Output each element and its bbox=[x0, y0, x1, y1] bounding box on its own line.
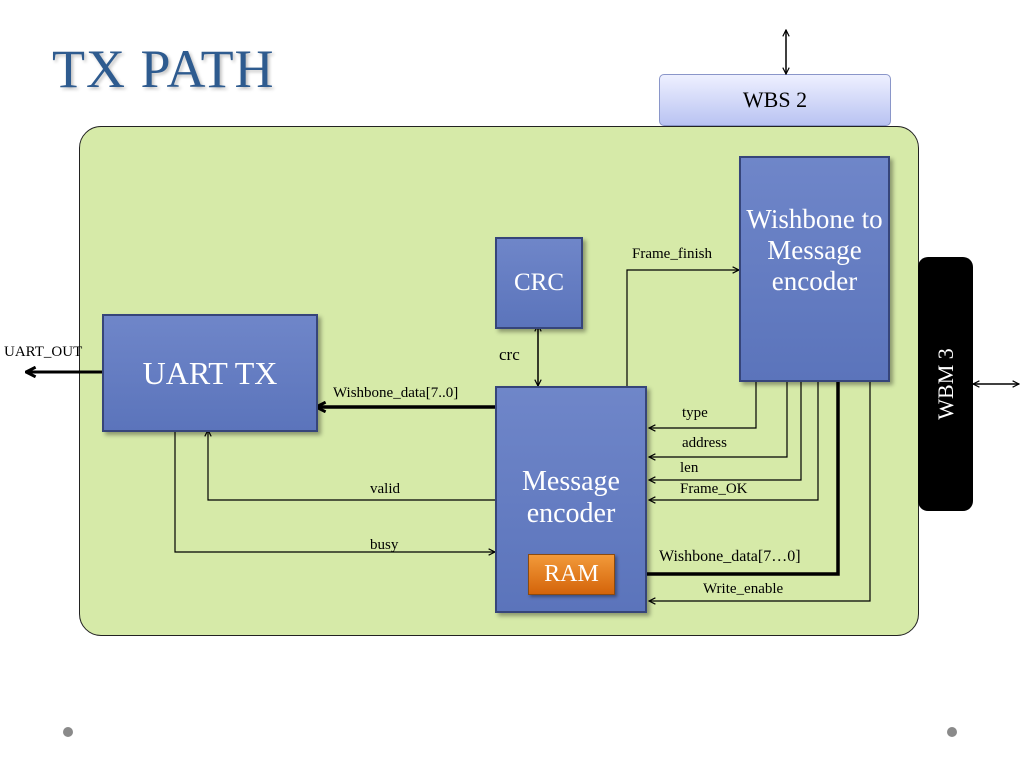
address-wire bbox=[649, 382, 788, 457]
frame-ok-label: Frame_OK bbox=[680, 481, 748, 497]
crc-block[interactable]: CRC bbox=[495, 237, 583, 329]
page-title: TX PATH bbox=[52, 39, 275, 99]
type-wire bbox=[649, 382, 757, 428]
wishbone-data-in-wire bbox=[615, 382, 840, 574]
valid-label: valid bbox=[370, 481, 400, 497]
wbs2-block[interactable]: WBS 2 bbox=[659, 74, 891, 126]
wishbone-to-message-encoder-block[interactable]: Wishbone to Message encoder bbox=[739, 156, 890, 382]
wishbone-data-in-label: Wishbone_data[7…0] bbox=[659, 548, 801, 565]
wishbone-data-out-label: Wishbone_data[7..0] bbox=[333, 385, 459, 401]
frame-finish-label: Frame_finish bbox=[632, 246, 712, 262]
len-wire bbox=[649, 382, 802, 480]
frame-finish-wire bbox=[626, 270, 739, 386]
write-enable-wire bbox=[649, 382, 871, 601]
slide-bullet-right bbox=[947, 727, 957, 737]
uart-out-label: UART_OUT bbox=[4, 344, 83, 360]
len-label: len bbox=[680, 460, 699, 476]
address-label: address bbox=[682, 435, 727, 451]
write-enable-label: Write_enable bbox=[703, 581, 784, 597]
crc-signal-label: crc bbox=[499, 345, 520, 364]
slide-bullet-left bbox=[63, 727, 73, 737]
ram-block[interactable]: RAM bbox=[528, 554, 615, 595]
valid-wire bbox=[208, 430, 495, 501]
type-label: type bbox=[682, 405, 708, 421]
uart-tx-block[interactable]: UART TX bbox=[102, 314, 318, 432]
frame-ok-wire bbox=[649, 382, 819, 500]
wbm3-block[interactable]: WBM 3 bbox=[918, 257, 973, 511]
busy-wire bbox=[174, 428, 495, 552]
busy-label: busy bbox=[370, 537, 399, 553]
